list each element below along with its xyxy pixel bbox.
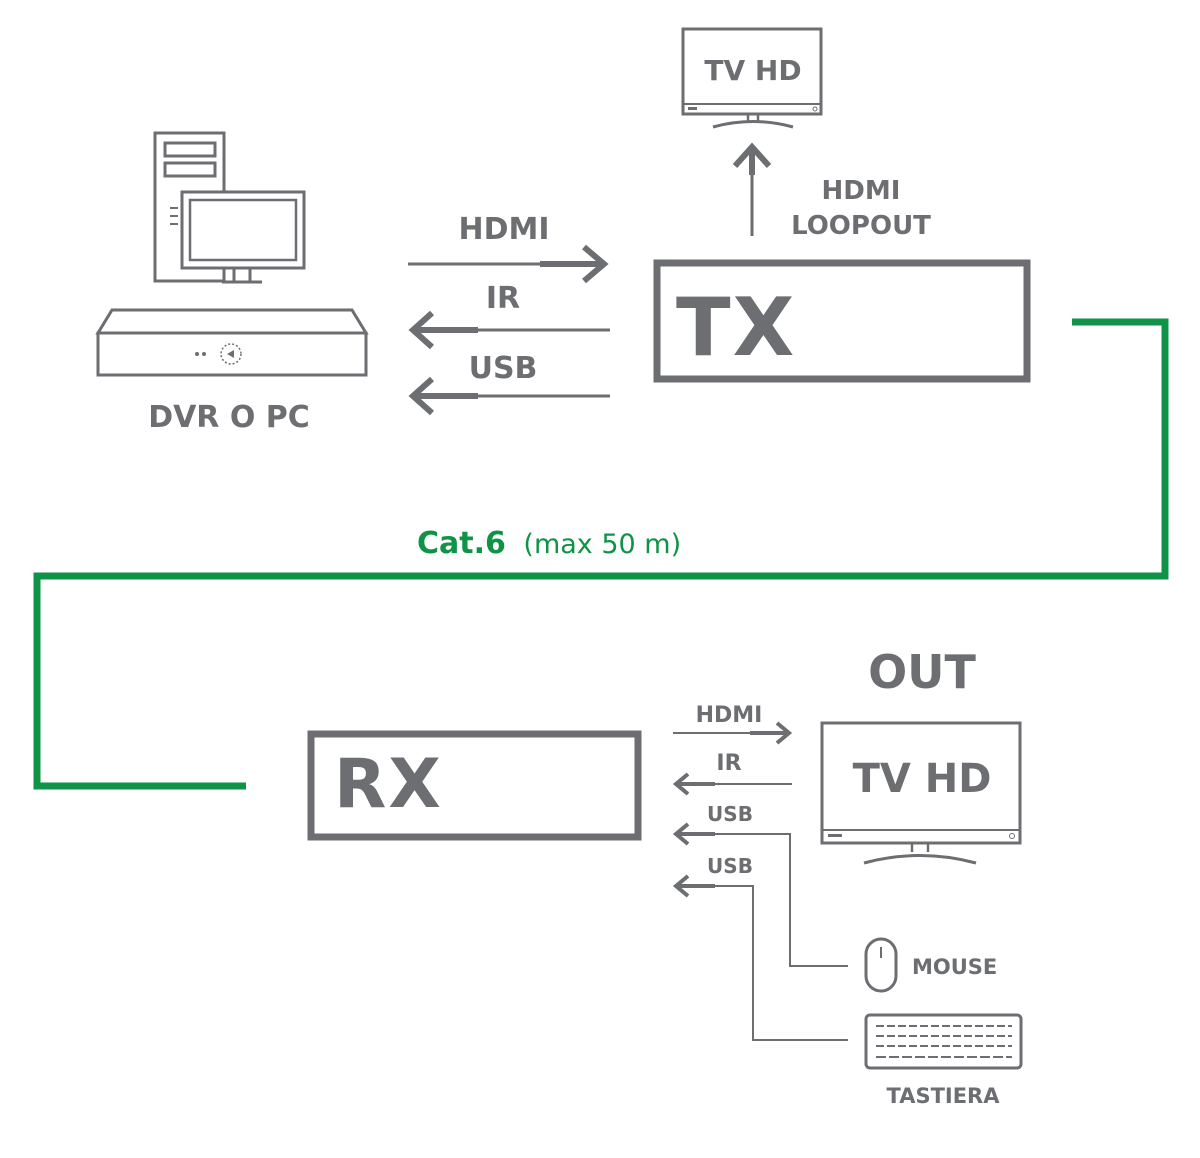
rx-hdmi-label: HDMI <box>696 703 763 728</box>
hdmi-signal-arrow <box>408 244 609 284</box>
out-label: OUT <box>868 645 976 699</box>
usb-signal-label: USB <box>469 351 538 386</box>
computer-monitor-icon <box>180 190 306 284</box>
loopout-label-line1: HDMI <box>822 176 901 206</box>
ir-signal-arrow <box>408 310 610 350</box>
rx-usb-keyboard-label: USB <box>707 854 753 878</box>
rx-hdmi-arrow <box>673 721 793 745</box>
source-label: DVR O PC <box>148 400 310 435</box>
rx-usb-keyboard-arrow <box>672 874 848 1041</box>
mouse-label: MOUSE <box>912 955 997 979</box>
tv-monitor-icon <box>681 27 823 129</box>
out-tv-monitor-icon <box>820 721 1022 865</box>
cat6-cable-line <box>33 318 1169 790</box>
cable-label: Cat.6 (max 50 m) <box>417 526 681 561</box>
dvr-box-icon <box>95 308 369 377</box>
rx-unit-label: RX <box>334 745 443 824</box>
tx-unit-box <box>653 259 1031 383</box>
keyboard-label: TASTIERA <box>887 1084 1001 1108</box>
tx-tv-label: TV HD <box>704 54 801 87</box>
mouse-icon <box>864 937 898 993</box>
tx-unit-label: TX <box>676 281 796 374</box>
rx-ir-label: IR <box>716 751 741 776</box>
rx-usb-mouse-label: USB <box>707 802 753 826</box>
hdmi-signal-label: HDMI <box>458 212 549 247</box>
loopout-arrow <box>732 142 772 236</box>
rx-ir-arrow <box>672 772 792 796</box>
cable-name: Cat.6 <box>417 526 506 561</box>
ir-signal-label: IR <box>486 281 520 316</box>
loopout-label-line2: LOOPOUT <box>791 211 931 241</box>
cable-spec: (max 50 m) <box>523 529 681 560</box>
rx-usb-mouse-arrow <box>672 822 848 967</box>
rx-unit-box <box>307 730 642 841</box>
out-tv-label: TV HD <box>853 756 992 802</box>
keyboard-icon <box>864 1013 1023 1070</box>
usb-signal-arrow <box>408 376 610 416</box>
